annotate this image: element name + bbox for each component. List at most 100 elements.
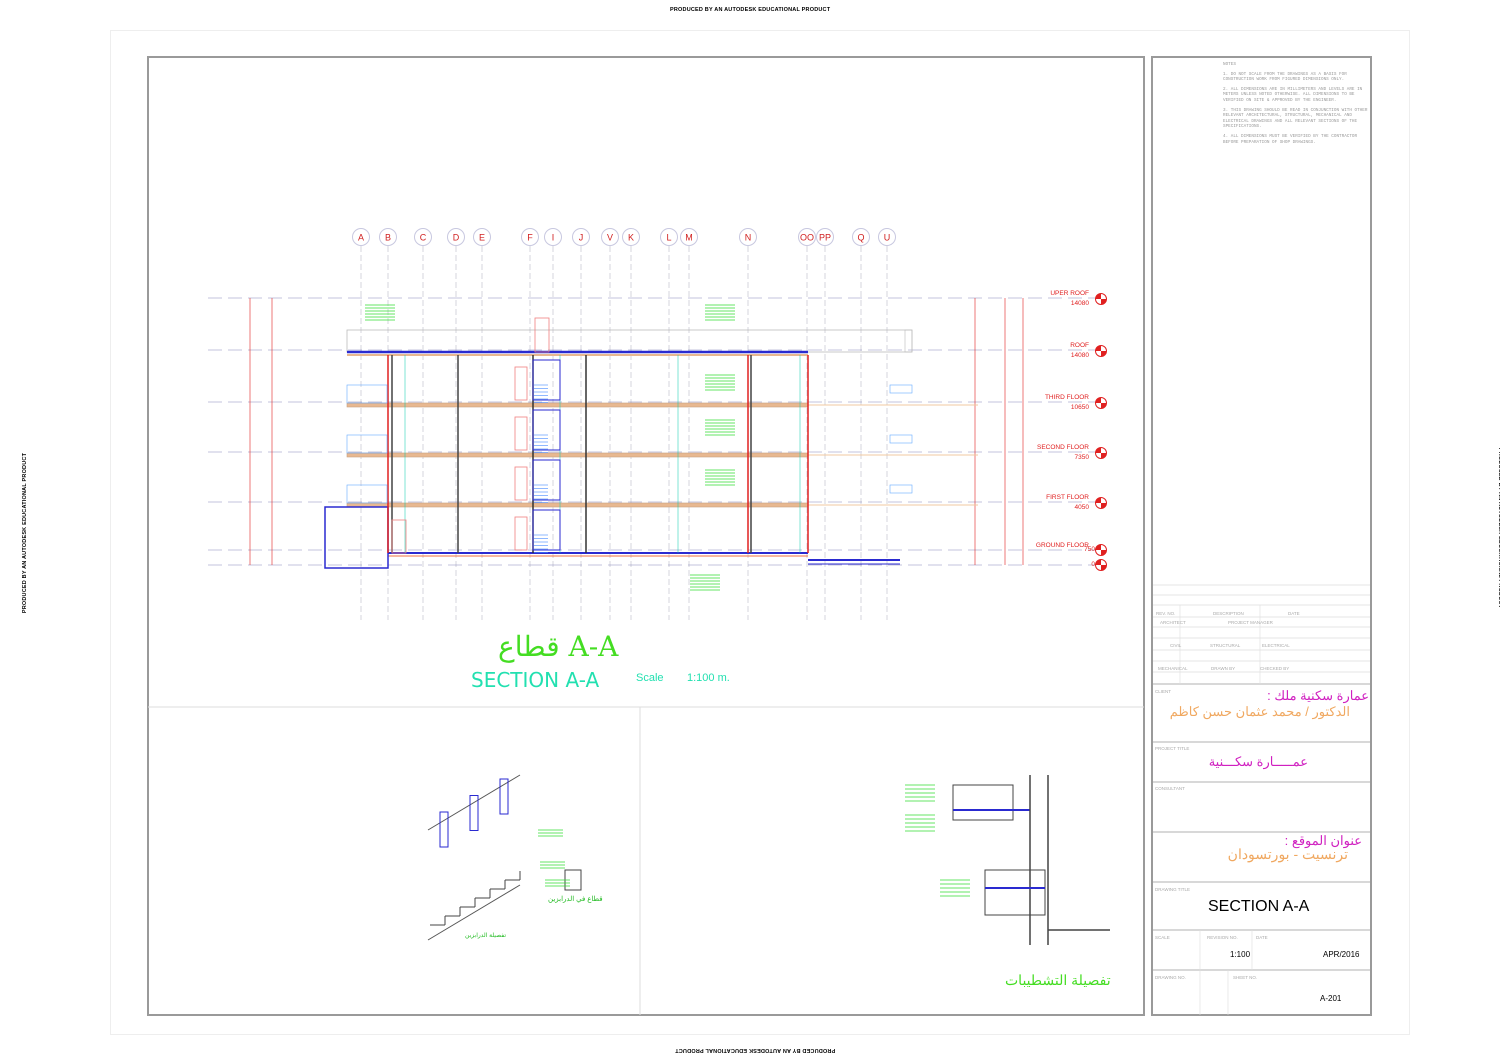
entrance-door <box>391 519 407 554</box>
window <box>889 484 913 494</box>
grid-bubble-E <box>473 228 491 246</box>
door <box>514 516 528 551</box>
level-value: 10650 <box>1071 404 1089 411</box>
grid-bubble-C <box>414 228 432 246</box>
drawing-no-label: DRAWING NO. <box>1155 975 1186 980</box>
grid-label-N: N <box>745 233 752 243</box>
location: ترنسيت - بورتسودان <box>1227 846 1348 862</box>
title-block <box>1151 56 1372 1016</box>
watermark-top: PRODUCED BY AN AUTODESK EDUCATIONAL PROD… <box>670 7 831 13</box>
window <box>889 384 913 394</box>
structural-label: STRUCTURAL <box>1210 643 1241 648</box>
level-value: 4050 <box>1075 504 1090 511</box>
floor-slab <box>346 402 809 408</box>
level-name: FIRST FLOOR <box>1046 494 1089 501</box>
stair-railing <box>532 359 561 401</box>
checked-by-label: CHECKED BY <box>1260 666 1290 671</box>
parapet <box>346 329 913 353</box>
stair-caption: تفصيلة الدرابزين <box>465 933 507 939</box>
stair-detail-railing <box>427 774 521 831</box>
level-value: 750 <box>1084 546 1095 553</box>
grid-label-J: J <box>579 233 584 243</box>
drawn-by-label: DRAWN BY <box>1211 666 1236 671</box>
door <box>514 366 528 401</box>
mechanical-label: MECHANICAL <box>1158 666 1188 671</box>
client-label: CLIENT <box>1155 689 1172 694</box>
parapet-detail <box>952 784 1014 821</box>
floor-slab <box>346 502 809 508</box>
grid-bubble-N <box>739 228 757 246</box>
grid-bubble-B <box>379 228 397 246</box>
grid-label-B: B <box>385 233 391 243</box>
scale-value-field: 1:100 <box>1230 950 1251 959</box>
grid-bubble-Q <box>852 228 870 246</box>
grid-bubble-OO <box>798 228 816 246</box>
grid-bubble-I <box>544 228 562 246</box>
grid-bubble-D <box>447 228 465 246</box>
level-marker-fill <box>1095 345 1107 357</box>
level-value: 14080 <box>1071 352 1089 359</box>
level-marker-fill <box>1095 544 1107 556</box>
stair-railing <box>532 409 561 451</box>
scale-label: Scale <box>636 672 664 684</box>
grid-label-C: C <box>420 233 427 243</box>
scale-value: 1:100 m. <box>687 672 730 684</box>
grid-bubble-K <box>622 228 640 246</box>
grid-bubble-V <box>601 228 619 246</box>
parapet-end <box>904 329 913 353</box>
date-header-label: DATE <box>1288 611 1300 616</box>
project-manager-label: PROJECT MANAGER <box>1228 620 1273 625</box>
grid-bubble-A <box>352 228 370 246</box>
level-name: THIRD FLOOR <box>1045 394 1089 401</box>
level-marker-fill <box>1095 397 1107 409</box>
stair-railing <box>532 459 561 501</box>
client-line2: الدكتور / محمد عثمان حسن كاظم <box>1169 704 1350 719</box>
sheet-border <box>110 30 1410 1035</box>
level-name: ROOF <box>1070 342 1089 349</box>
railing-caption: قطاع في الدرابزين <box>548 896 603 903</box>
grid-bubble-PP <box>816 228 834 246</box>
grid-bubble-L <box>660 228 678 246</box>
grid-label-U: U <box>884 233 891 243</box>
grid-label-F: F <box>527 233 533 243</box>
project-title: عمـــــارة سكـــنية <box>1208 754 1308 769</box>
grid-label-K: K <box>628 233 634 243</box>
grid-label-E: E <box>479 233 485 243</box>
project-title-label: PROJECT TITLE <box>1155 746 1190 751</box>
roof-door <box>534 317 550 353</box>
finishes-caption: تفصيلة التشطيبات <box>1005 972 1111 988</box>
baluster <box>439 811 449 848</box>
revision-label: REVISION NO. <box>1207 935 1238 940</box>
date-label: DATE <box>1256 935 1268 940</box>
level-marker-fill <box>1095 497 1107 509</box>
note-4: 4. ALL DIMENSIONS MUST BE VERIFIED BY TH… <box>1223 133 1358 145</box>
stair-detail-stringer <box>427 884 521 941</box>
floor-slab <box>346 452 809 458</box>
rev-no-label: REV. NO. <box>1156 611 1176 616</box>
date-value: APR/2016 <box>1323 950 1360 959</box>
section-title-arabic: قطاع A-A <box>498 630 619 663</box>
balcony-railing <box>346 384 388 404</box>
grid-label-PP: PP <box>819 233 831 243</box>
client-line1: عمارة سكنية ملك : <box>1267 688 1369 703</box>
level-name: SECOND FLOOR <box>1037 444 1089 451</box>
sheet-no: A-201 <box>1320 994 1342 1003</box>
grid-bubble-U <box>878 228 896 246</box>
electrical-label: ELECTRICAL <box>1262 643 1290 648</box>
level-marker-fill <box>1095 559 1107 571</box>
grid-label-D: D <box>453 233 460 243</box>
note-3: 3. THIS DRAWING SHOULD BE READ IN CONJUN… <box>1223 107 1368 130</box>
drawing-title-label: DRAWING TITLE <box>1155 887 1191 892</box>
drawing-title: SECTION A-A <box>1208 898 1310 915</box>
balcony-railing <box>346 434 388 454</box>
window <box>889 434 913 444</box>
sheet-no-label: SHEET NO. <box>1233 975 1258 980</box>
grid-label-I: I <box>552 233 555 243</box>
balcony-railing <box>346 484 388 504</box>
baluster <box>499 778 509 815</box>
note-2: 2. ALL DIMENSIONS ARE IN MILLIMETERS AND… <box>1223 86 1363 103</box>
section-title: SECTION A-A <box>471 668 600 692</box>
grid-label-L: L <box>666 233 671 243</box>
door <box>514 466 528 501</box>
